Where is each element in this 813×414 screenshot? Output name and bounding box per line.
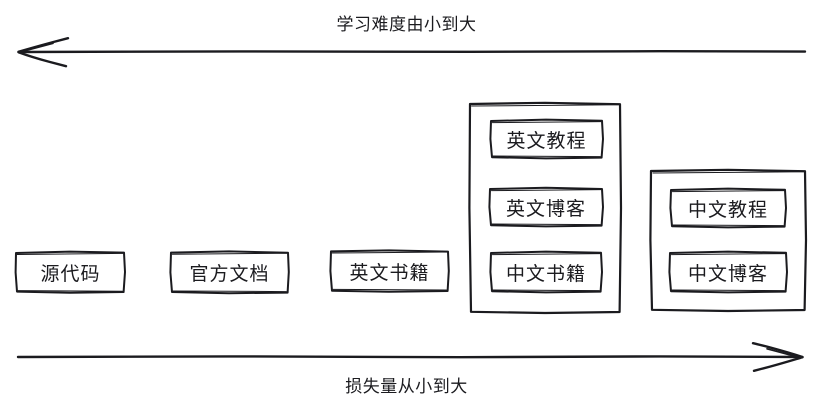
node-text: 英文书籍 <box>349 261 430 284</box>
english-tutorial-box[interactable] <box>489 118 604 160</box>
node-text: 英文博客 <box>505 197 586 220</box>
chinese-blog-label[interactable]: 中文博客 <box>669 252 787 292</box>
english-tutorial-label[interactable]: 英文教程 <box>490 120 603 158</box>
chinese-tutorial-label[interactable]: 中文教程 <box>670 189 786 227</box>
node-text: 英文教程 <box>506 129 587 152</box>
english-books-box[interactable] <box>329 249 450 293</box>
loss-arrow-icon <box>16 342 804 372</box>
chinese-group-container <box>649 168 808 313</box>
chinese-books-label[interactable]: 中文书籍 <box>490 252 602 292</box>
official-docs-box[interactable] <box>169 250 290 295</box>
chinese-tutorial-box[interactable] <box>669 187 787 229</box>
difficulty-arrow-icon <box>17 37 807 68</box>
node-text: 中文博客 <box>687 262 768 285</box>
chinese-blog-box[interactable] <box>668 250 788 294</box>
top-axis-label: 学习难度由小到大 <box>336 15 477 35</box>
node-text: 中文教程 <box>687 198 768 221</box>
english-books-label[interactable]: 英文书籍 <box>330 251 449 291</box>
node-text: 官方文档 <box>189 263 270 285</box>
source-code-box[interactable] <box>14 250 126 294</box>
official-docs-label[interactable]: 官方文档 <box>170 252 289 293</box>
source-code-label[interactable]: 源代码 <box>16 252 125 292</box>
node-text: 源代码 <box>40 262 101 285</box>
bottom-axis-label: 损失量从小到大 <box>345 377 468 397</box>
chinese-books-box[interactable] <box>489 250 603 294</box>
english-blog-label[interactable]: 英文博客 <box>489 188 603 226</box>
english-group-container <box>468 101 623 315</box>
node-text: 中文书籍 <box>505 262 586 285</box>
english-blog-box[interactable] <box>488 186 604 228</box>
